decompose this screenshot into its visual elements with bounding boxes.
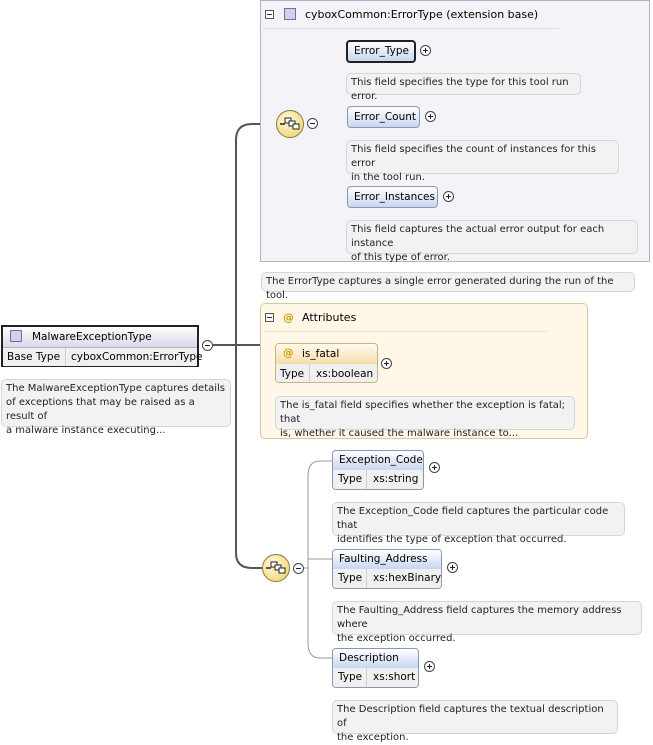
ext-base-title: cyboxCommon:ErrorType (extension base) xyxy=(305,8,539,21)
element-error-type[interactable]: Error_Type xyxy=(346,40,416,63)
element-error-instances-label: Error_Instances xyxy=(354,191,435,203)
main-type-description-line: a malware instance executing... xyxy=(6,425,166,436)
attributes-header-divider xyxy=(263,331,547,332)
faulting-address-label: Faulting_Address xyxy=(339,553,428,565)
attribute-type-key: Type xyxy=(280,368,305,380)
complex-type-icon xyxy=(10,330,22,342)
type-key: Type xyxy=(333,668,367,687)
description-description: The Description field captures the textu… xyxy=(332,700,618,743)
complex-type-icon xyxy=(284,8,296,20)
error-count-description-line: This field specifies the count of instan… xyxy=(351,144,596,169)
at-icon: @ xyxy=(283,347,294,359)
attributes-title: Attributes xyxy=(302,311,357,324)
type-value: xs:short xyxy=(373,671,416,683)
error-type-description: This field specifies the type for this t… xyxy=(346,73,581,102)
ext-base-description-text: The ErrorType captures a single error ge… xyxy=(266,276,614,301)
at-icon: @ xyxy=(283,311,294,324)
element-error-type-label: Error_Type xyxy=(354,45,409,57)
main-type-description-line: The MalwareExceptionType captures detail… xyxy=(6,383,226,394)
element-error-instances[interactable]: Error_Instances xyxy=(347,186,438,208)
sequence-collapse-toggle[interactable] xyxy=(307,118,318,129)
type-value: xs:string xyxy=(373,473,419,485)
attributes-collapse-toggle[interactable] xyxy=(265,313,274,322)
is-fatal-description-line: is, whether it caused the malware instan… xyxy=(280,428,519,439)
extension-base-panel xyxy=(260,0,650,262)
sequence-icon xyxy=(276,110,304,138)
main-type-box[interactable]: MalwareExceptionType Base Type cyboxComm… xyxy=(1,325,203,367)
error-instances-expand-icon[interactable] xyxy=(443,191,454,202)
element-exception-code[interactable]: Exception_Code Type xs:string xyxy=(332,450,424,490)
type-value: xs:hexBinary xyxy=(373,572,442,584)
sequence-collapse-toggle[interactable] xyxy=(293,563,304,574)
base-type-value: cyboxCommon:ErrorType xyxy=(71,351,203,363)
attribute-type-row: Type xs:boolean xyxy=(276,364,377,382)
ext-collapse-toggle[interactable] xyxy=(265,10,274,19)
error-count-description: This field specifies the count of instan… xyxy=(346,140,619,183)
type-key: Type xyxy=(333,569,367,588)
attribute-name: is_fatal xyxy=(302,348,340,360)
description-expand-icon[interactable] xyxy=(424,661,435,672)
is-fatal-expand-icon[interactable] xyxy=(381,358,392,369)
main-type-name: MalwareExceptionType xyxy=(32,331,152,343)
error-type-expand-icon[interactable] xyxy=(420,45,431,56)
description-label: Description xyxy=(339,652,399,664)
error-type-description-text: This field specifies the type for this t… xyxy=(351,77,569,102)
exception-code-description-line: identifies the type of exception that oc… xyxy=(337,534,567,545)
faulting-address-description: The Faulting_Address field captures the … xyxy=(332,601,642,644)
error-instances-description-line: of this type of error. xyxy=(351,252,451,263)
main-type-base-row: Base Type cyboxCommon:ErrorType xyxy=(3,348,203,366)
sequence-icon xyxy=(262,554,290,582)
main-type-description: The MalwareExceptionType captures detail… xyxy=(1,379,231,436)
element-description[interactable]: Description Type xs:short xyxy=(332,648,419,688)
element-error-count-label: Error_Count xyxy=(354,111,417,123)
error-instances-description-line: This field captures the actual error out… xyxy=(351,224,605,249)
description-description-line: the exception. xyxy=(337,732,409,743)
main-type-collapse-toggle[interactable] xyxy=(202,340,213,351)
exception-code-description: The Exception_Code field captures the pa… xyxy=(332,502,625,545)
exception-code-description-line: The Exception_Code field captures the pa… xyxy=(337,506,609,531)
base-type-key: Base Type xyxy=(7,351,61,363)
exception-code-label: Exception_Code xyxy=(339,454,423,466)
is-fatal-description-line: The is_fatal field specifies whether the… xyxy=(280,400,566,425)
element-error-count[interactable]: Error_Count xyxy=(347,106,420,128)
attribute-header: @ is_fatal xyxy=(276,344,377,365)
faulting-address-description-line: the exception occurred. xyxy=(337,633,456,644)
type-key: Type xyxy=(333,470,367,489)
faulting-address-expand-icon[interactable] xyxy=(447,562,458,573)
main-type-header: MalwareExceptionType xyxy=(3,327,197,348)
error-count-expand-icon[interactable] xyxy=(425,111,436,122)
ext-base-description: The ErrorType captures a single error ge… xyxy=(261,272,635,301)
attribute-type-value: xs:boolean xyxy=(316,368,374,380)
attribute-is-fatal[interactable]: @ is_fatal Type xs:boolean xyxy=(275,343,378,383)
panel-header-divider xyxy=(263,28,559,29)
error-instances-description: This field captures the actual error out… xyxy=(346,220,638,263)
error-count-description-line: in the tool run. xyxy=(351,172,425,183)
description-description-line: The Description field captures the textu… xyxy=(337,704,604,729)
row-divider xyxy=(65,348,66,366)
faulting-address-description-line: The Faulting_Address field captures the … xyxy=(337,605,622,630)
row-divider xyxy=(309,364,310,382)
exception-code-expand-icon[interactable] xyxy=(429,462,440,473)
is-fatal-description: The is_fatal field specifies whether the… xyxy=(275,396,575,439)
main-type-description-line: of exceptions that may be raised as a re… xyxy=(6,397,195,422)
element-faulting-address[interactable]: Faulting_Address Type xs:hexBinary xyxy=(332,549,442,589)
